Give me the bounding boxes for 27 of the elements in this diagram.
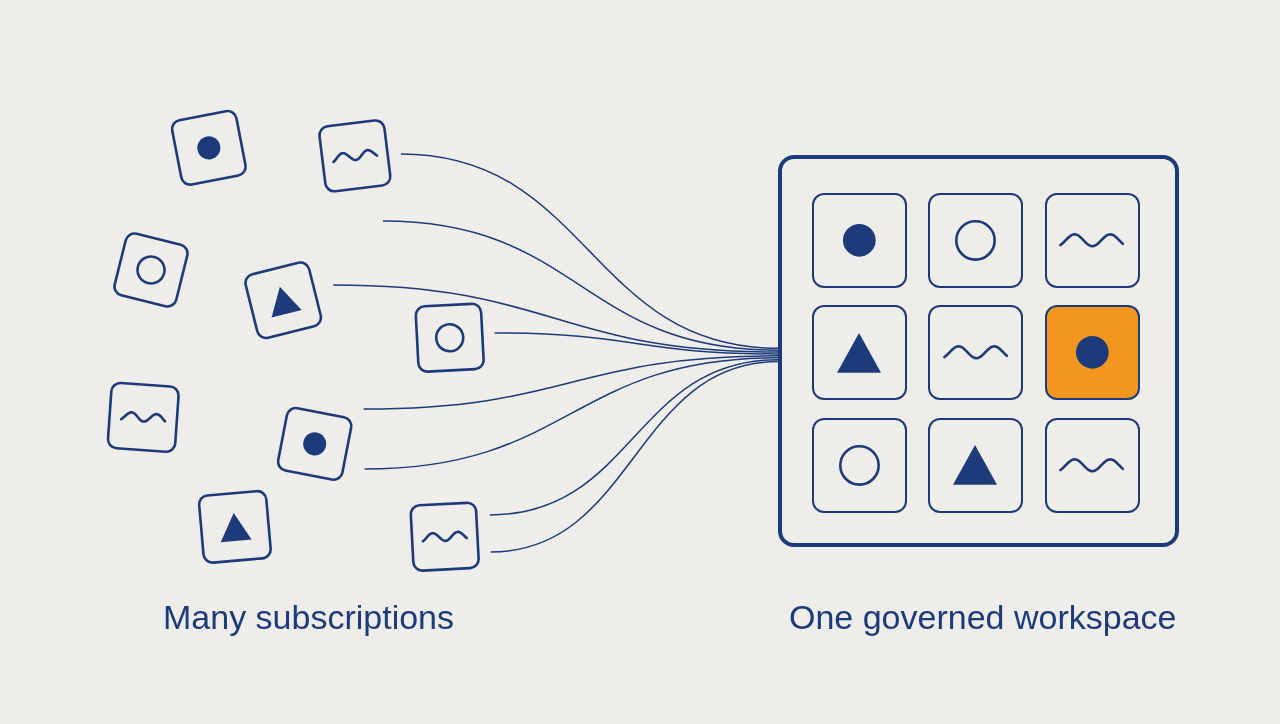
- tile: [105, 380, 181, 454]
- connector-line: [362, 355, 779, 410]
- tile: [812, 192, 907, 288]
- tile: [812, 305, 907, 400]
- tile: [1044, 417, 1140, 513]
- tile: [812, 417, 907, 513]
- tile: [928, 192, 1023, 288]
- tile: [169, 108, 249, 188]
- connector-line: [488, 358, 779, 516]
- connector-line: [489, 360, 779, 553]
- tile: [275, 405, 355, 483]
- tile: [111, 230, 191, 310]
- tile: [414, 302, 486, 374]
- connector-line: [363, 357, 779, 470]
- caption: Many subscriptions: [163, 598, 454, 638]
- connector-line: [382, 220, 779, 351]
- connector-line: [493, 332, 779, 355]
- tile: [928, 417, 1023, 513]
- tile: [409, 501, 481, 573]
- highlighted-tile: [1044, 305, 1140, 400]
- tile: [928, 305, 1023, 400]
- tile: [197, 489, 273, 565]
- connector-line: [400, 153, 779, 349]
- tile: [317, 118, 393, 194]
- tile: [1044, 192, 1140, 288]
- tile: [241, 258, 325, 342]
- connector-line: [332, 284, 779, 353]
